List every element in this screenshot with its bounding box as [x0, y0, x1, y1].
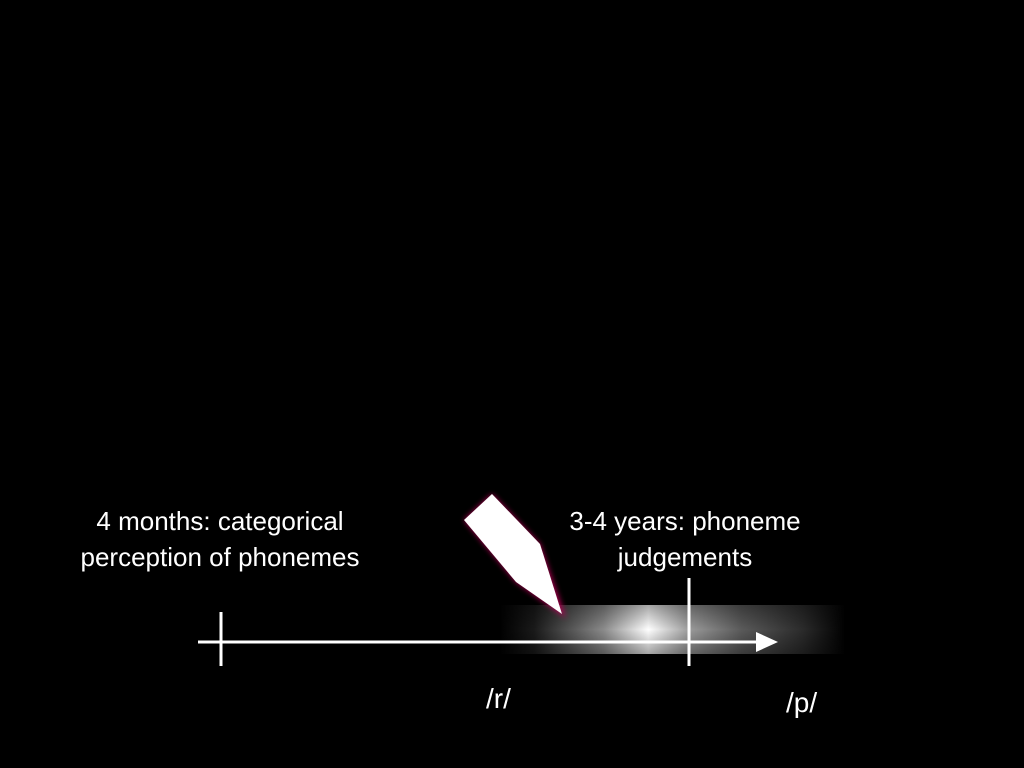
phoneme-r-label: /r/	[486, 683, 511, 714]
early-stage-label: 4 months: categorical perception of phon…	[40, 503, 400, 575]
late-stage-label-line2: judgements	[617, 542, 753, 572]
pointer-arrow-icon	[464, 494, 566, 618]
timeline-arrowhead	[756, 632, 778, 652]
early-stage-label-line2: perception of phonemes	[80, 542, 360, 572]
late-stage-label: 3-4 years: phoneme judgements	[530, 503, 840, 575]
phoneme-p-label: /p/	[786, 687, 818, 718]
late-stage-label-line1: 3-4 years: phoneme	[569, 506, 801, 536]
early-stage-label-line1: 4 months: categorical	[96, 506, 344, 536]
continuum-band-shade	[500, 605, 845, 654]
